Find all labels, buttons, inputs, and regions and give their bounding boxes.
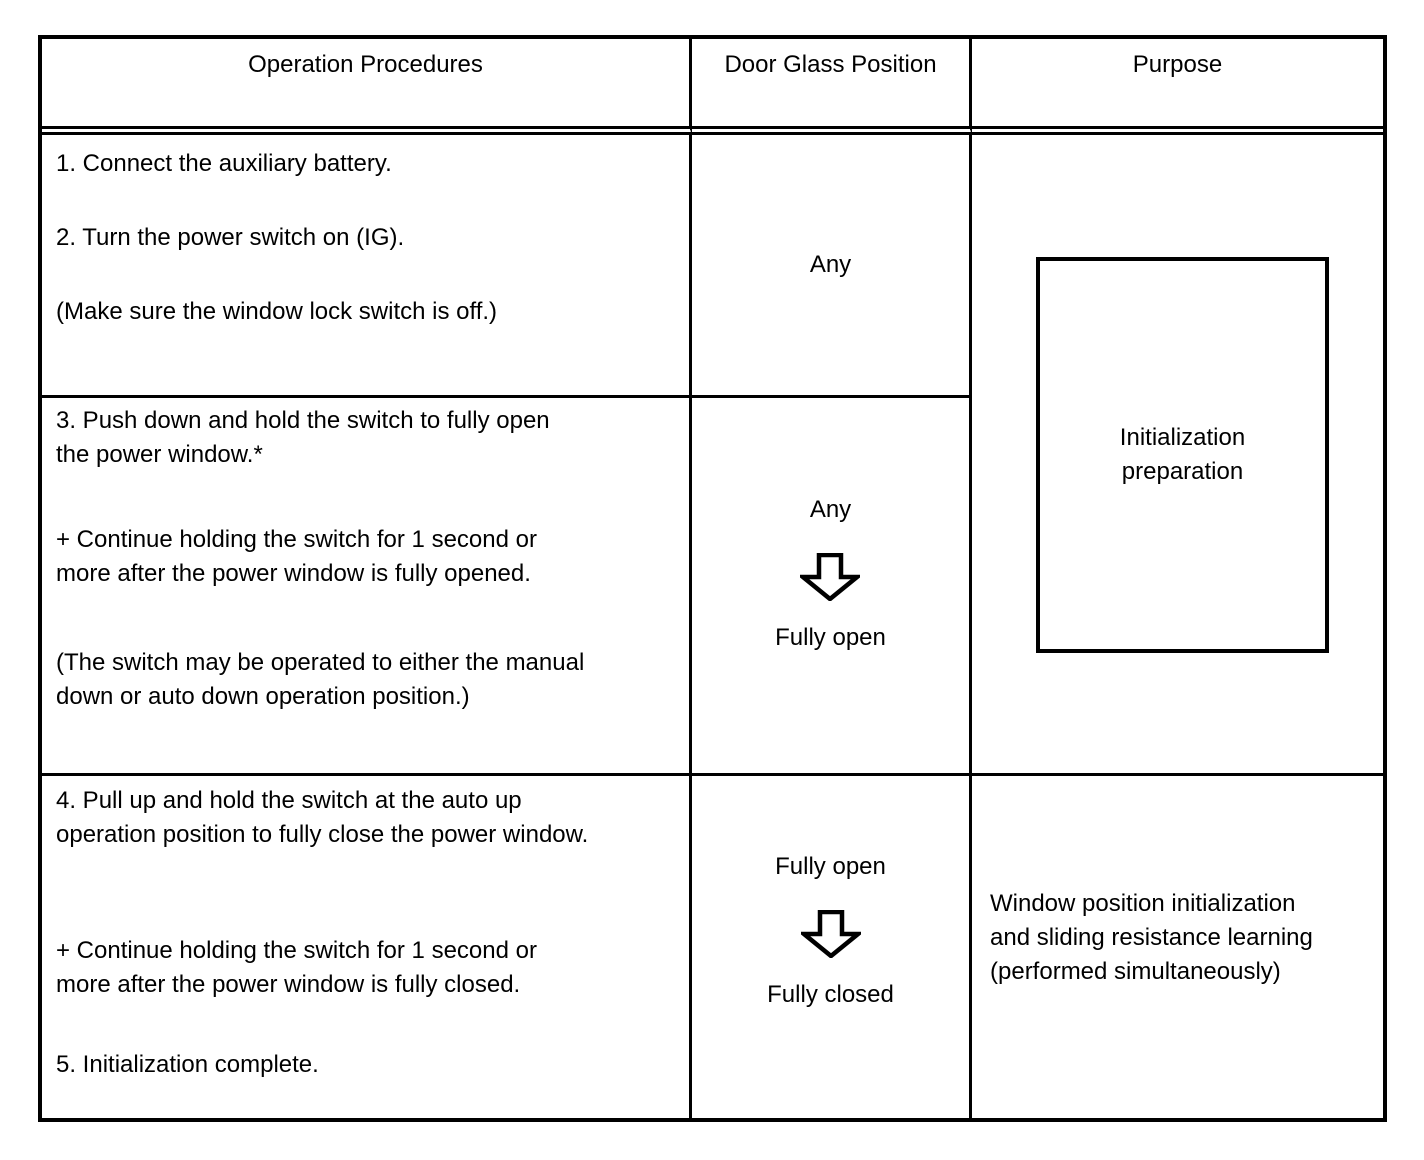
procedures-cell-step-3: 3. Push down and hold the switch to full… bbox=[42, 398, 692, 776]
header-door-glass-position: Door Glass Position bbox=[692, 39, 972, 135]
header-operation-procedures: Operation Procedures bbox=[42, 39, 692, 135]
door-glass-cell-row-2: Any Fully open bbox=[692, 398, 972, 776]
header-operation-procedures-label: Operation Procedures bbox=[248, 51, 483, 78]
procedure-step-4-continue: + Continue holding the switch for 1 seco… bbox=[56, 937, 537, 998]
door-glass-cell-row-3: Fully open Fully closed bbox=[692, 776, 972, 1118]
header-door-glass-position-label: Door Glass Position bbox=[724, 51, 937, 78]
procedure-step-3-continue: + Continue holding the switch for 1 seco… bbox=[56, 526, 537, 587]
door-glass-position-any: Any bbox=[809, 251, 852, 278]
down-arrow-icon bbox=[800, 910, 861, 958]
door-glass-end-fully-closed: Fully closed bbox=[767, 981, 894, 1008]
purpose-cell-window-position-initialization: Window position initialization and slidi… bbox=[972, 776, 1383, 1118]
initialization-preparation-box: Initialization preparation bbox=[1036, 257, 1329, 653]
window-position-initialization-label: Window position initialization and slidi… bbox=[990, 890, 1313, 985]
down-arrow-icon bbox=[800, 552, 861, 601]
purpose-cell-initialization-preparation: Initialization preparation bbox=[972, 135, 1383, 776]
door-glass-cell-row-1: Any bbox=[692, 135, 972, 398]
header-purpose-label: Purpose bbox=[1132, 51, 1223, 78]
door-glass-state-row-1: Any bbox=[810, 248, 851, 282]
procedures-cell-steps-4-5: 4. Pull up and hold the switch at the au… bbox=[42, 776, 692, 1118]
procedure-note-window-lock: (Make sure the window lock switch is off… bbox=[56, 298, 498, 325]
procedure-step-3: 3. Push down and hold the switch to full… bbox=[56, 407, 550, 468]
procedure-step-1: 1. Connect the auxiliary battery. bbox=[56, 150, 392, 177]
header-purpose: Purpose bbox=[972, 39, 1383, 135]
door-glass-transition-row-3: Fully open Fully closed bbox=[767, 850, 894, 1012]
door-glass-start-any: Any bbox=[809, 495, 852, 523]
procedures-cell-steps-1-2: 1. Connect the auxiliary battery. 2. Tur… bbox=[42, 135, 692, 398]
door-glass-transition-row-2: Any Fully open bbox=[775, 493, 886, 655]
procedure-step-5: 5. Initialization complete. bbox=[56, 1051, 319, 1078]
procedure-step-4: 4. Pull up and hold the switch at the au… bbox=[56, 787, 589, 848]
procedure-step-3-note: (The switch may be operated to either th… bbox=[56, 649, 585, 710]
door-glass-start-fully-open: Fully open bbox=[775, 853, 886, 880]
procedure-step-2: 2. Turn the power switch on (IG). bbox=[56, 224, 405, 251]
power-window-initialization-table: Operation Procedures Door Glass Position… bbox=[38, 35, 1387, 1122]
initialization-preparation-label: Initialization preparation bbox=[1119, 424, 1246, 485]
door-glass-end-fully-open: Fully open bbox=[775, 623, 886, 651]
